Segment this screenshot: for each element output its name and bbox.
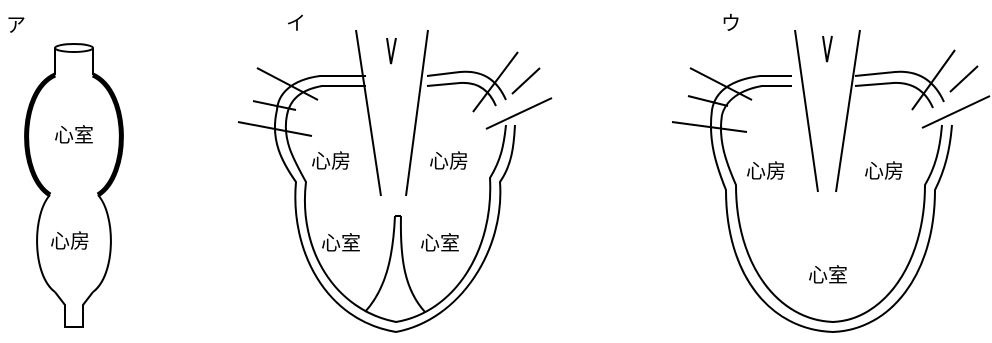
- figure-u-left-vessels: [671, 67, 753, 133]
- figure-i-ventricle-right-label: 心室: [420, 231, 460, 255]
- figure-u-valve-mark: [822, 35, 833, 63]
- figure-u-atrium-right-label: 心房: [864, 159, 904, 183]
- figure-i-septum: [364, 215, 426, 313]
- figure-u-label: ウ: [721, 11, 741, 35]
- figure-i-outer-wall: [273, 70, 516, 334]
- figure-u-right-vessels: [911, 49, 991, 129]
- figure-a-bottom-vessel: [54, 291, 94, 328]
- figure-i-valve-mark: [386, 37, 397, 65]
- figure-i-left-vessels: [237, 67, 319, 137]
- figure-a-ventricle-label: 心室: [54, 123, 94, 147]
- figure-u-inner-wall: [720, 81, 943, 324]
- figure-i: イ 心房 心房 心室 心室: [237, 11, 553, 334]
- figure-u-great-vessel: [794, 29, 861, 193]
- figure-a-label: ア: [6, 13, 26, 37]
- figure-u-ventricle-label: 心室: [808, 263, 848, 287]
- figure-i-inner-wall: [284, 81, 507, 324]
- figure-i-right-vessels: [472, 51, 553, 130]
- figure-a-top-vessel-opening: [54, 43, 94, 53]
- figure-u-atrium-left-label: 心房: [746, 159, 786, 183]
- figure-i-atrium-left-label: 心房: [311, 149, 351, 173]
- figure-a: ア 心室 心房: [6, 13, 124, 328]
- figure-u: ウ 心房 心房 心室: [671, 11, 991, 334]
- figure-a-top-vessel: [54, 48, 94, 75]
- figure-a-atrium-outline: [36, 194, 112, 293]
- figure-u-outer-wall: [709, 70, 953, 334]
- figure-a-ventricle-outline: [24, 72, 124, 198]
- figure-a-atrium-label: 心房: [50, 229, 90, 253]
- figure-i-great-vessel: [355, 29, 429, 197]
- figure-i-label: イ: [286, 11, 306, 35]
- figure-i-atrium-right-label: 心房: [429, 149, 469, 173]
- figure-i-ventricle-left-label: 心室: [321, 231, 361, 255]
